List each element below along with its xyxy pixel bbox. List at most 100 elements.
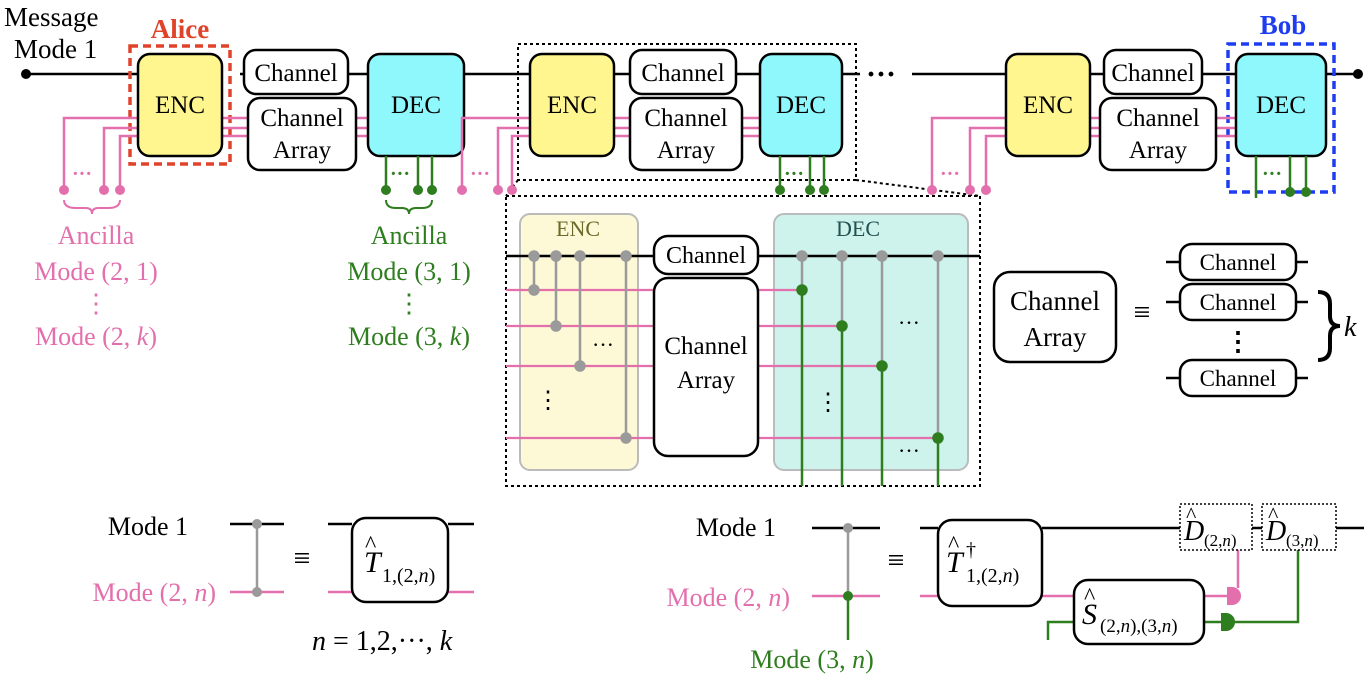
svg-text:Channel: Channel [641, 60, 724, 87]
ellipsis-dots: ··· [866, 58, 896, 91]
svg-text:ENC: ENC [547, 92, 597, 119]
message-start-dot [21, 69, 31, 79]
enc-box-3 [1004, 52, 1092, 158]
svg-text:T: T [946, 546, 965, 579]
bob-label: Bob [1260, 10, 1307, 40]
k-brace [1317, 290, 1341, 362]
svg-text:Array: Array [1024, 322, 1087, 352]
svg-text:S: S [1082, 598, 1097, 631]
svg-text:D: D [1183, 516, 1204, 547]
svg-text:⋮: ⋮ [1225, 327, 1251, 356]
svg-text:Ancilla: Ancilla [58, 221, 135, 250]
zoom-channel-box [652, 234, 760, 276]
mode1-label: Mode 1 [14, 34, 97, 64]
svg-text:···: ··· [940, 163, 960, 185]
svg-text:DEC: DEC [391, 92, 441, 119]
svg-text:(2,n): (2,n) [1204, 531, 1237, 550]
svg-text:Mode (3, 1): Mode (3, 1) [347, 257, 470, 286]
svg-text:^: ^ [1186, 502, 1197, 527]
message-label: Message [4, 2, 98, 32]
zoom-panel: ENC DEC [505, 195, 981, 487]
t-dagger-box [936, 518, 1044, 608]
svg-text:⋮: ⋮ [396, 289, 422, 318]
svg-text:Channel: Channel [1200, 290, 1277, 315]
svg-text:Mode (2, k): Mode (2, k) [35, 322, 157, 351]
svg-text:Mode (3, n): Mode (3, n) [750, 645, 874, 674]
channel-box-alice [242, 48, 350, 96]
svg-text:Channel: Channel [260, 105, 343, 132]
block-bob: ··· ENC Channel Channel Array DEC ··· [927, 48, 1328, 198]
svg-text:···: ··· [1262, 163, 1282, 185]
svg-text:Channel: Channel [1010, 286, 1100, 316]
svg-text:≡: ≡ [888, 544, 905, 577]
svg-text:Channel: Channel [1111, 60, 1194, 87]
channel-box-3 [1102, 48, 1204, 96]
svg-text:k: k [1344, 312, 1357, 343]
dec-box-2 [758, 52, 844, 158]
svg-text:DEC: DEC [776, 92, 826, 119]
svg-text:≡: ≡ [294, 542, 311, 575]
dec-box-1 [366, 52, 466, 158]
svg-text:···: ··· [898, 438, 920, 463]
enc-box-alice [136, 52, 224, 158]
message-end-dot [1353, 69, 1363, 79]
svg-text:Mode (2, n): Mode (2, n) [667, 583, 791, 612]
svg-text:ENC: ENC [556, 216, 600, 241]
top-row: ··· Message Mode 1 Alice Bob ··· [4, 2, 1363, 351]
svg-text:DEC: DEC [1256, 92, 1306, 119]
dec-gate-definition: Mode 1 Mode (2, n) Mode (3, n) ≡ T ^ † 1… [667, 502, 1364, 674]
channel-box-2 [628, 48, 738, 96]
svg-text:Mode (2, 1): Mode (2, 1) [34, 257, 157, 286]
zoom-channel-array-box [652, 276, 760, 458]
svg-text:^: ^ [948, 532, 959, 558]
block-alice: ··· ENC Channel Channel Array DEC [59, 48, 466, 195]
ancilla-pink-label: Ancilla Mode (2, 1) ⋮ Mode (2, k) [34, 221, 157, 351]
svg-text:DEC: DEC [836, 216, 880, 241]
svg-text:1,(2,n): 1,(2,n) [966, 565, 1019, 587]
svg-text:⋮: ⋮ [536, 388, 560, 414]
svg-text:Array: Array [273, 137, 332, 164]
dec-box-bob [1234, 52, 1328, 158]
svg-text:···: ··· [784, 163, 804, 185]
d-gate-box-3n [1261, 503, 1337, 551]
equiv-channel-1 [1178, 242, 1298, 282]
svg-text:ENC: ENC [1023, 92, 1073, 119]
svg-text:Array: Array [657, 137, 716, 164]
svg-text:···: ··· [390, 163, 410, 185]
svg-text:⋮: ⋮ [83, 289, 109, 318]
svg-text:Ancilla: Ancilla [371, 221, 448, 250]
zoom-dec-panel [773, 213, 969, 471]
svg-text:···: ··· [72, 163, 92, 185]
svg-text:Channel: Channel [644, 105, 727, 132]
svg-text:Channel: Channel [1116, 105, 1199, 132]
enc-gate-definition: Mode 1 Mode (2, n) ≡ T ^ 1,(2,n) n = 1,2… [93, 512, 474, 657]
zoom-source-box [517, 43, 857, 181]
alice-label: Alice [151, 14, 209, 44]
svg-text:(3,n): (3,n) [1286, 531, 1319, 550]
svg-text:^: ^ [1084, 584, 1095, 610]
svg-text:†: † [966, 539, 976, 561]
svg-text:Channel: Channel [1200, 366, 1277, 391]
block-middle: ··· ENC Channel Channel Array DEC ··· [457, 48, 844, 195]
svg-text:Channel: Channel [666, 243, 746, 269]
channel-array-equivalence: Channel Array ≡ Channel Channel ⋮ Channe… [992, 242, 1357, 398]
svg-text:Channel: Channel [254, 60, 337, 87]
svg-text:···: ··· [592, 332, 614, 357]
svg-text:···: ··· [470, 163, 490, 185]
svg-text:1,(2,n): 1,(2,n) [382, 565, 435, 587]
d-gate-box-2n [1179, 503, 1253, 551]
svg-text:Array: Array [677, 367, 736, 394]
svg-text:^: ^ [365, 532, 376, 558]
ancilla-green-brace [385, 199, 433, 215]
svg-text:Channel: Channel [664, 333, 747, 360]
equiv-channel-array-box [992, 270, 1118, 364]
svg-text:Mode (3, k): Mode (3, k) [348, 322, 470, 351]
enc-box-2 [528, 52, 616, 158]
svg-text:Mode (2, n): Mode (2, n) [93, 578, 217, 607]
svg-text:Mode 1: Mode 1 [696, 513, 776, 542]
svg-text:ENC: ENC [155, 92, 205, 119]
svg-text:Mode 1: Mode 1 [108, 512, 188, 541]
svg-text:n = 1,2,···, k: n = 1,2,···, k [312, 626, 453, 657]
svg-text:≡: ≡ [1134, 296, 1151, 329]
